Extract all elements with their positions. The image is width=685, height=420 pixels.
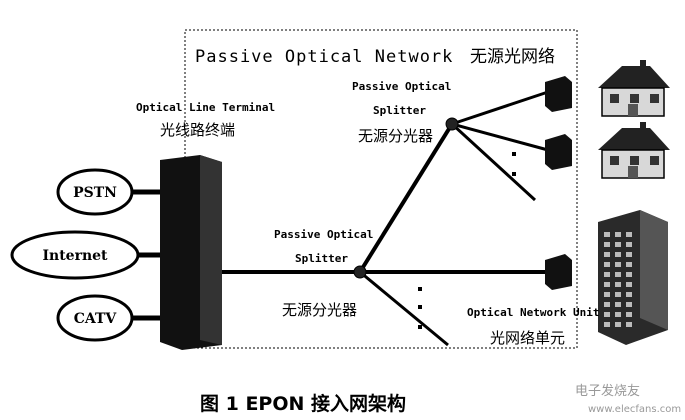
building-window	[626, 302, 632, 307]
service-catv: CATV	[74, 311, 118, 327]
building-window	[626, 282, 632, 287]
building-window	[604, 242, 610, 247]
building-window	[604, 232, 610, 237]
onu-box-2	[545, 134, 572, 170]
building-window	[615, 282, 621, 287]
house-icon-2	[598, 122, 670, 179]
building-window	[626, 322, 632, 327]
catv-oval	[56, 294, 134, 342]
service-internet: Internet	[42, 248, 108, 264]
building-window	[604, 292, 610, 297]
building-window	[604, 312, 610, 317]
onu-box-1	[545, 76, 572, 112]
watermark-logo: 电子发烧友	[575, 383, 640, 399]
building-window	[604, 252, 610, 257]
building-window	[615, 262, 621, 267]
building-window	[615, 302, 621, 307]
figure-caption: 图 1 EPON 接入网架构	[200, 392, 406, 415]
pstn-oval	[56, 168, 134, 216]
building-window	[604, 272, 610, 277]
fiber-riser	[358, 122, 454, 274]
building-window	[604, 302, 610, 307]
building-window	[615, 272, 621, 277]
lower-splitter-node	[353, 265, 367, 279]
building-window	[626, 232, 632, 237]
building-window	[604, 282, 610, 287]
pon-title-cn: 无源光网络	[470, 47, 555, 67]
internet-oval	[10, 230, 140, 280]
house-icon-1	[598, 60, 670, 117]
building-window	[615, 242, 621, 247]
lower-splitter-line1: Passive Optical	[274, 228, 373, 241]
service-pstn: PSTN	[73, 185, 117, 201]
upper-splitter-cn: 无源分光器	[358, 127, 433, 145]
upper-splitter-line1: Passive Optical	[352, 80, 451, 93]
olt-label-en: Optical Line Terminal	[136, 101, 275, 114]
building-window	[626, 262, 632, 267]
fiber-upper-branch-1	[451, 90, 549, 126]
building-window	[604, 322, 610, 327]
lower-splitter-cn: 无源分光器	[282, 301, 357, 319]
pon-title-en: Passive Optical Network	[195, 47, 453, 67]
onu-box-3	[545, 254, 572, 290]
building-window	[626, 312, 632, 317]
building-window	[615, 252, 621, 257]
olt-tower	[160, 155, 222, 350]
onu-label-en: Optical Network Unit	[467, 306, 599, 319]
onu-label-cn: 光网络单元	[490, 329, 565, 347]
fiber-upper-branch-3	[450, 122, 537, 202]
office-building-icon	[598, 210, 668, 345]
pon-boundary	[184, 29, 578, 349]
fiber-upper-branch-2	[451, 122, 549, 152]
building-window	[626, 292, 632, 297]
lower-splitter-line2: Splitter	[295, 252, 348, 265]
building-window	[615, 232, 621, 237]
continuation-dots-lower	[418, 287, 422, 329]
building-window	[615, 312, 621, 317]
watermark-url: www.elecfans.com	[588, 404, 681, 415]
upper-splitter-line2: Splitter	[373, 104, 426, 117]
building-window	[626, 272, 632, 277]
building-window	[626, 252, 632, 257]
building-window	[604, 262, 610, 267]
building-window	[615, 292, 621, 297]
building-window	[615, 322, 621, 327]
building-window	[626, 242, 632, 247]
olt-label-cn: 光线路终端	[160, 121, 235, 139]
continuation-dots-upper	[512, 152, 516, 176]
upper-splitter-node	[445, 117, 459, 131]
fiber-lower-drop	[359, 270, 449, 347]
